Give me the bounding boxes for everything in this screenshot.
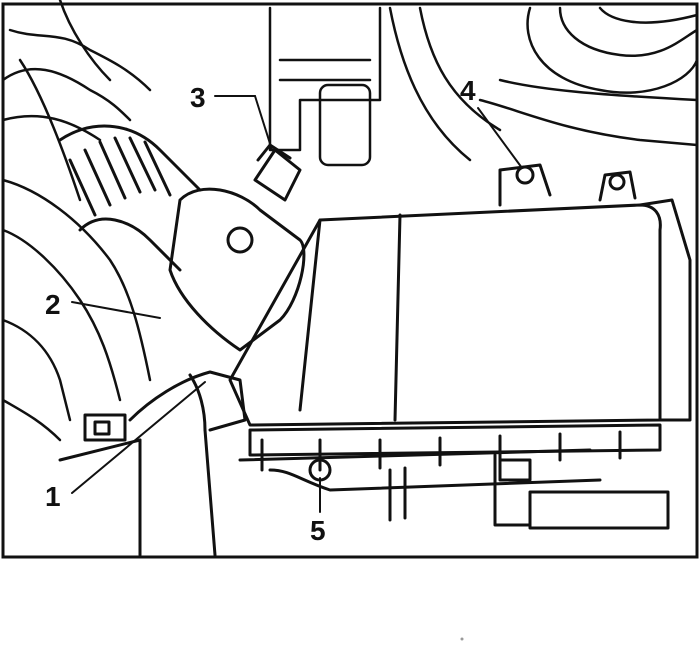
- leader-1: [71, 381, 206, 494]
- leader-3b: [254, 95, 273, 151]
- left-hoses: [1, 0, 152, 442]
- callout-2: 2: [45, 289, 61, 320]
- leader-2: [71, 301, 161, 319]
- callout-leaders: [71, 95, 523, 513]
- mounting-lugs: [498, 163, 637, 207]
- lower-bracket: [268, 453, 670, 530]
- callout-4: 4: [460, 75, 476, 106]
- intake-hose: [58, 124, 202, 272]
- callout-3: 3: [190, 82, 206, 113]
- lower-left-structure: [58, 370, 247, 557]
- callout-1: 1: [45, 481, 61, 512]
- drawing-frame: [1, 2, 699, 559]
- background-components: [268, 6, 699, 167]
- page-mark: [460, 637, 464, 641]
- leader-4: [477, 107, 523, 169]
- throttle-body: [168, 143, 306, 352]
- air-filter-housing: [228, 198, 692, 472]
- callout-5: 5: [310, 515, 326, 546]
